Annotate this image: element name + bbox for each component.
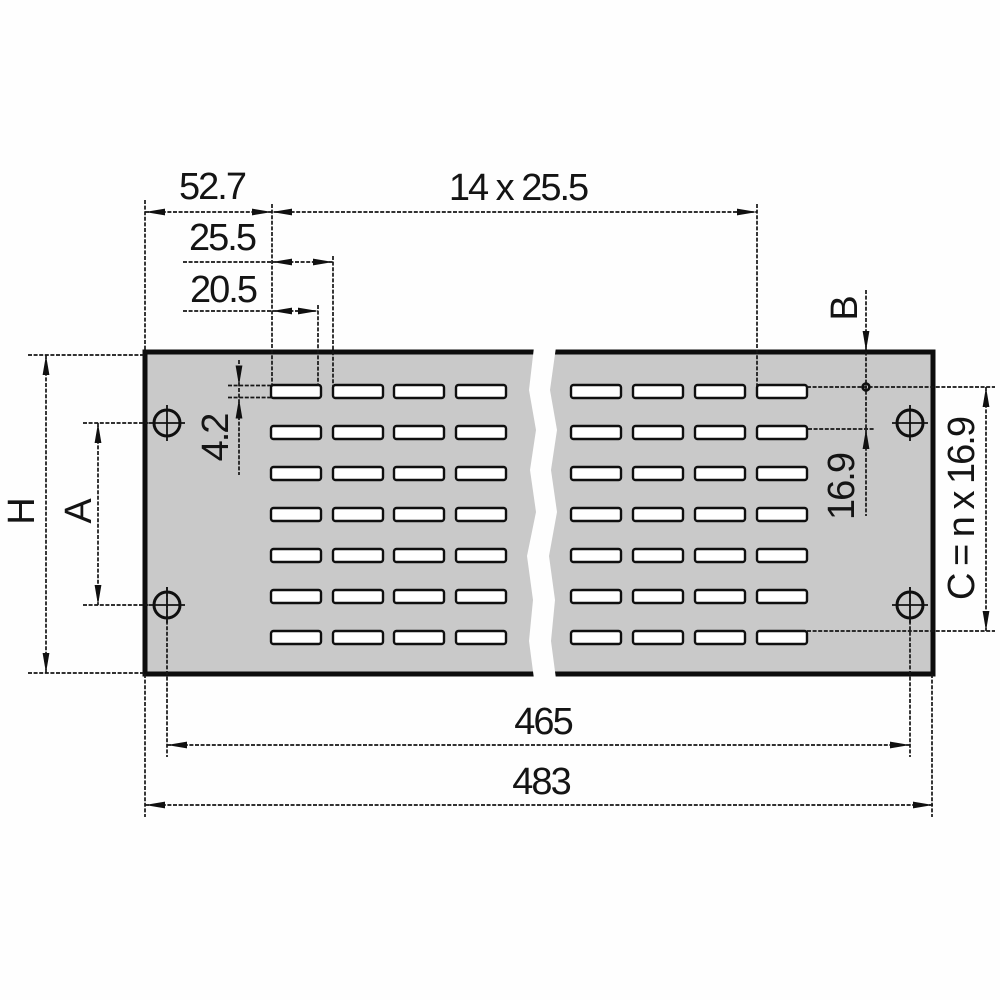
vent-slot [631,465,685,482]
vent-slot [569,547,623,564]
vent-slot [693,424,747,441]
dim-label-483: 483 [512,761,571,803]
dim-label-b: B [824,297,866,321]
vent-slot [755,383,809,400]
dim-label-20-5: 20.5 [190,269,258,311]
vent-slot [631,588,685,605]
right-dimension-lines [807,290,995,632]
vent-slot [454,383,508,400]
vent-slot [269,383,323,400]
vent-slot [392,629,446,646]
vent-slot [269,506,323,523]
vent-slot [392,588,446,605]
vent-slot [755,465,809,482]
dim-label-a: A [58,500,100,524]
vent-slot [569,629,623,646]
dim-label-465: 465 [514,701,573,743]
vent-slot [755,424,809,441]
vent-slot [693,383,747,400]
vent-slot [569,588,623,605]
vent-slot [631,424,685,441]
vent-slot [693,465,747,482]
vent-slot [569,383,623,400]
vent-slot [392,465,446,482]
break-line [527,347,557,679]
vent-slot [331,383,385,400]
dim-label-14x25-5: 14 x 25.5 [448,167,589,209]
mounting-hole [892,405,928,441]
vent-slot [569,506,623,523]
vent-slot [392,424,446,441]
dim-label-25-5: 25.5 [189,217,257,259]
vent-slot [331,547,385,564]
vent-slot [331,424,385,441]
vent-slot [331,588,385,605]
bottom-dimension-lines [144,587,933,817]
top-dimension-lines [144,200,758,475]
vent-slot [454,629,508,646]
origin-dot [861,382,871,392]
vent-slot [631,547,685,564]
vent-slot [755,506,809,523]
vent-slot [331,465,385,482]
vent-slot [755,588,809,605]
vent-slot [331,629,385,646]
mounting-hole [149,405,185,441]
vent-slot [269,629,323,646]
vent-slot [454,465,508,482]
vent-slot [392,383,446,400]
vent-slot [631,383,685,400]
vent-slot [631,506,685,523]
vent-slot [693,506,747,523]
vent-slot [454,424,508,441]
vent-slot [454,588,508,605]
dim-label-4-2: 4.2 [195,414,237,462]
vent-slot [392,506,446,523]
vent-slot [454,547,508,564]
vent-slot [693,588,747,605]
vent-slot [269,547,323,564]
dim-label-h: H [1,499,43,525]
vent-slot [569,465,623,482]
dim-label-c-formula: C = n x 16.9 [941,418,983,600]
vent-slot [269,424,323,441]
dim-label-16-9: 16.9 [821,454,863,520]
vent-slot [269,588,323,605]
left-dimension-lines [28,354,150,674]
vent-slot [392,547,446,564]
vent-slot [631,629,685,646]
slots-layer [269,383,809,646]
arrowheads [42,208,990,809]
vent-slot [269,465,323,482]
dim-label-52-7: 52.7 [179,166,247,208]
vent-slot [331,506,385,523]
vent-slot [569,424,623,441]
vent-slot [693,547,747,564]
vent-slot [755,629,809,646]
vent-slot [693,629,747,646]
vent-slot [755,547,809,564]
vent-slot [454,506,508,523]
